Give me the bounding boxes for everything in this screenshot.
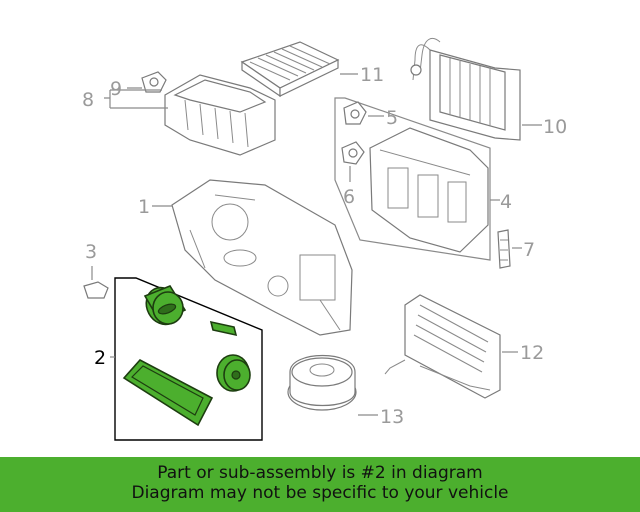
callout-10: 10: [543, 116, 567, 138]
part-9-actuator: [141, 71, 167, 93]
info-banner: Part or sub-assembly is #2 in diagram Di…: [0, 457, 640, 512]
callout-13: 13: [380, 406, 404, 428]
callout-1: 1: [138, 196, 150, 218]
part-2-kit: [110, 277, 263, 441]
callout-6: 6: [343, 186, 355, 208]
part-2-frame: [114, 277, 263, 441]
part-2-connector: [209, 320, 238, 337]
part-7-connector: [497, 229, 522, 269]
part-2-round-seal: [216, 354, 251, 392]
callout-9: 9: [110, 78, 122, 100]
callout-4: 4: [500, 191, 512, 213]
part-12-heater-core: [384, 294, 518, 399]
callout-8: 8: [82, 89, 94, 111]
callout-11: 11: [360, 64, 384, 86]
part-4-housing-group: [334, 97, 500, 261]
banner-line-2: Diagram may not be specific to your vehi…: [131, 483, 509, 503]
part-8-distribution-case: [164, 74, 276, 156]
banner-line-1: Part or sub-assembly is #2 in diagram: [157, 463, 483, 483]
callout-7: 7: [523, 239, 535, 261]
callout-2: 2: [94, 347, 106, 369]
part-5-actuator: [343, 101, 384, 125]
parts-diagram: 11 10 8 9: [82, 38, 567, 441]
part-13-blower-motor: [287, 355, 378, 416]
callout-3: 3: [85, 241, 97, 263]
callout-5: 5: [386, 107, 398, 129]
part-10-evaporator: [410, 38, 542, 141]
part-2-filter-frame: [122, 358, 214, 427]
callout-12: 12: [520, 342, 544, 364]
part-1-main-housing: [152, 179, 353, 336]
part-6-actuator: [341, 141, 365, 182]
part-2-oval-cover: [143, 285, 187, 326]
part-3-sensor: [83, 266, 109, 299]
part-11-cabin-filter: [240, 41, 358, 98]
